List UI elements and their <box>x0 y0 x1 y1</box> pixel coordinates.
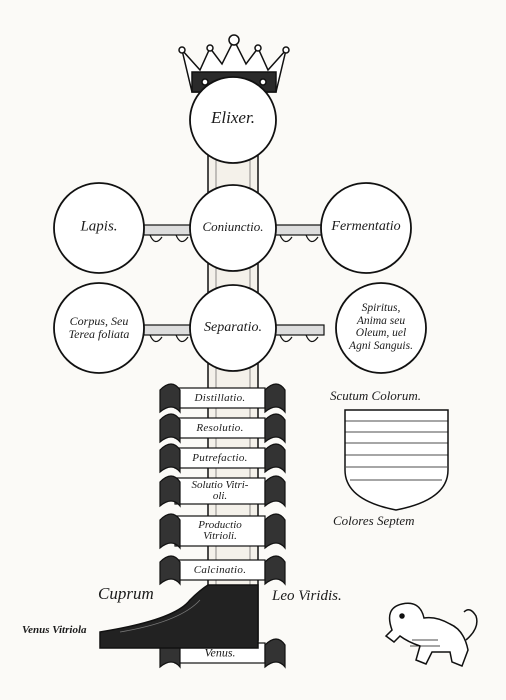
scroll-putrefactio: Putrefactio. <box>192 452 248 464</box>
scroll-venus: Venus. <box>204 645 236 660</box>
scroll-solutio-line2: oli. <box>212 490 228 502</box>
scroll-solutio-line1: Solutio Vitri- <box>191 479 249 491</box>
label-venus-vitriola: Venus Vitriola <box>22 624 87 636</box>
label-corpus-line1: Corpus, Seu <box>69 314 129 328</box>
label-spiritus-line3: Oleum, uel <box>355 327 407 339</box>
circle-spiritus <box>335 282 427 374</box>
label-spiritus-line4: Agni Sanguis. <box>349 339 413 352</box>
label-lapis: Lapis. <box>80 218 118 235</box>
foot-shape <box>99 584 259 649</box>
label-leo-viridis: Leo Viridis. <box>272 588 342 604</box>
circle-lapis <box>53 182 145 274</box>
label-cuprum: Cuprum <box>98 584 154 603</box>
label-fermentatio: Fermentatio <box>331 219 401 234</box>
scroll-productio: Productio Vitrioli. <box>198 520 242 542</box>
circle-coniunctio <box>189 184 277 272</box>
scroll-productio-line1: Productio <box>198 519 242 531</box>
circle-separatio <box>189 284 277 372</box>
label-spiritus: Spiritus, Anima seu Oleum, uel Agni Sang… <box>349 302 413 352</box>
label-corpus: Corpus, Seu Terea foliata <box>69 315 130 341</box>
label-corpus-line2: Terea foliata <box>68 327 130 341</box>
label-separatio: Separatio. <box>204 320 262 335</box>
label-coniunctio: Coniunctio. <box>202 219 264 234</box>
label-elixer: Elixer. <box>211 108 255 127</box>
shield-icon <box>344 409 449 511</box>
scroll-solutio: Solutio Vitri- oli. <box>192 480 249 502</box>
scroll-calcinatio: Calcinatio. <box>193 564 247 576</box>
scroll-distillatio: Distillatio. <box>194 392 246 404</box>
lion-icon <box>384 602 478 667</box>
scrolls-art <box>159 383 286 669</box>
circle-corpus <box>53 282 145 374</box>
shield-caption: Colores Septem <box>333 513 415 528</box>
shield-title: Scutum Colorum. <box>330 388 421 403</box>
scroll-resolutio: Resolutio. <box>196 422 244 434</box>
circle-elixer <box>189 76 277 164</box>
circle-fermentatio <box>320 182 412 274</box>
label-spiritus-line2: Anima seu <box>356 314 406 327</box>
scroll-productio-line2: Vitrioli. <box>203 530 237 542</box>
label-spiritus-line1: Spiritus, <box>361 302 401 314</box>
